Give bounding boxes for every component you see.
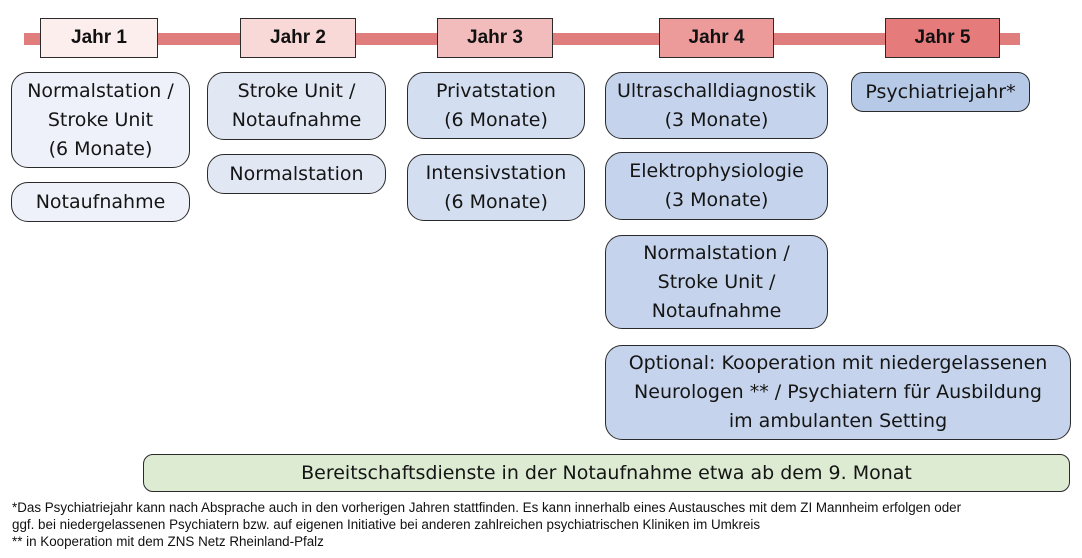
year1-notaufnahme-box: Notaufnahme [11, 182, 190, 222]
footnote-2: ggf. bei niedergelassenen Psychiatern bz… [12, 517, 761, 532]
year5-psychiatrie-box: Psychiatriejahr* [851, 72, 1030, 112]
year4-elektrophysiologie-box: Elektrophysiologie (3 Monate) [605, 152, 828, 220]
year5-psychiatrie-label: Psychiatriejahr* [865, 80, 1016, 103]
year2-stroke-unit-line1: Stroke Unit / [237, 80, 356, 102]
footnote-1: *Das Psychiatriejahr kann nach Absprache… [12, 500, 962, 515]
year1-normalstation-box: Normalstation / Stroke Unit (6 Monate) [11, 72, 190, 168]
year4-optional-line2: Neurologen ** / Psychiatern für Ausbildu… [634, 381, 1042, 403]
year4-optional-line3: im ambulanten Setting [728, 410, 948, 432]
year1-normalstation-line3: (6 Monate) [48, 137, 153, 160]
year2-stroke-unit-box: Stroke Unit / Notaufnahme [207, 72, 386, 140]
year-2-header: Jahr 2 [240, 18, 356, 58]
year3-intensivstation-line1: Intensivstation [425, 161, 567, 184]
year3-intensivstation-line2: (6 Monate) [444, 190, 548, 213]
year4-optional-line1: Optional: Kooperation mit niedergelassen… [628, 352, 1048, 374]
year4-normalstation-line2: Stroke Unit / [657, 270, 776, 293]
year-5-header: Jahr 5 [885, 18, 1000, 58]
year4-ultraschall-line2: (3 Monate) [664, 108, 769, 131]
year4-ultraschall-box: Ultraschalldiagnostik (3 Monate) [605, 72, 828, 139]
year1-notaufnahme-label: Notaufnahme [35, 190, 166, 213]
year4-elektrophysiologie-line1: Elektrophysiologie [629, 160, 804, 182]
year4-normalstation-box: Normalstation / Stroke Unit / Notaufnahm… [605, 235, 828, 329]
year4-ultraschall-line1: Ultraschalldiagnostik [616, 79, 817, 102]
year3-intensivstation-box: Intensivstation (6 Monate) [407, 154, 585, 221]
year1-normalstation-line1: Normalstation / [27, 79, 174, 102]
footnotes: *Das Psychiatriejahr kann nach Absprache… [12, 499, 1078, 550]
year2-stroke-unit-line2: Notaufnahme [231, 109, 362, 131]
year4-elektrophysiologie-line2: (3 Monate) [664, 189, 769, 211]
year2-normalstation-box: Normalstation [207, 154, 386, 194]
year-3-header: Jahr 3 [437, 18, 553, 58]
year1-normalstation-line2: Stroke Unit [47, 108, 154, 131]
year3-privatstation-line2: (6 Monate) [444, 108, 548, 131]
year-1-header: Jahr 1 [40, 18, 158, 58]
year3-privatstation-box: Privatstation (6 Monate) [407, 72, 585, 139]
year-4-header: Jahr 4 [659, 18, 774, 58]
year4-normalstation-line1: Normalstation / [643, 241, 790, 264]
footnote-3: ** in Kooperation mit dem ZNS Netz Rhein… [12, 534, 324, 549]
year4-normalstation-line3: Notaufnahme [651, 299, 782, 322]
bereitschaftsdienste-label: Bereitschaftsdienste in der Notaufnahme … [301, 462, 912, 484]
year4-optional-box: Optional: Kooperation mit niedergelassen… [605, 345, 1071, 440]
year3-privatstation-line1: Privatstation [436, 79, 556, 102]
bereitschaftsdienste-bar: Bereitschaftsdienste in der Notaufnahme … [143, 454, 1070, 492]
year2-normalstation-label: Normalstation [229, 162, 364, 185]
